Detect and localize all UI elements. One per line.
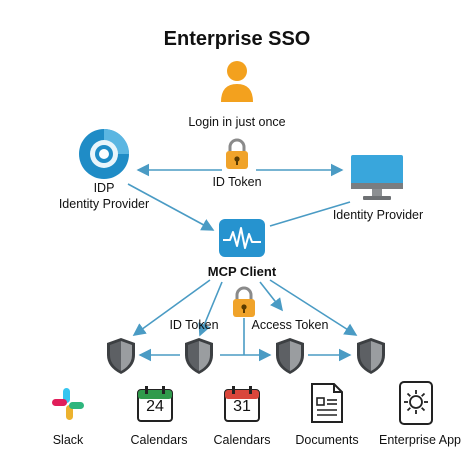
idp-ring-icon xyxy=(79,129,129,179)
idp-sub-label: Identity Provider xyxy=(58,197,150,211)
idp-label: IDP xyxy=(93,181,115,195)
lock-icon xyxy=(233,286,255,317)
user-label: Login in just once xyxy=(188,115,286,129)
arrow-idp-to-client xyxy=(127,183,215,231)
arrow-client-to-shield-2 xyxy=(198,281,223,337)
monitor-icon xyxy=(351,155,403,200)
enterprise-app-icon xyxy=(399,381,433,425)
access-token-label: Access Token xyxy=(251,318,329,332)
user-icon xyxy=(221,61,253,102)
shield-icon xyxy=(185,338,213,374)
app-label-calendars-1: Calendars xyxy=(130,433,188,447)
arrow-client-to-shield-1 xyxy=(132,279,211,336)
lock-icon xyxy=(226,138,248,169)
shield-icon xyxy=(276,338,304,374)
calendar-icon xyxy=(137,386,173,422)
shield-icon xyxy=(107,338,135,374)
bottom-id-token-label: ID Token xyxy=(169,318,219,332)
app-label-enterprise-app: Enterprise App xyxy=(379,433,461,447)
document-icon xyxy=(311,383,343,423)
waveform-icon xyxy=(219,219,265,257)
top-id-token-label: ID Token xyxy=(212,175,262,189)
calendar-icon xyxy=(224,386,260,422)
slack-icon xyxy=(52,388,84,420)
app-label-documents: Documents xyxy=(295,433,359,447)
shield-icon xyxy=(357,338,385,374)
identity-provider-label: Identity Provider xyxy=(332,208,424,222)
diagram-title: Enterprise SSO xyxy=(163,28,311,50)
mcp-client-label: MCP Client xyxy=(207,264,277,279)
arrow-client-to-shield-3 xyxy=(259,281,283,312)
arrow-provider-to-client xyxy=(269,201,351,227)
calendar-day-31: 31 xyxy=(233,398,251,415)
arrow-client-to-shield-4 xyxy=(269,279,358,336)
app-label-calendars-2: Calendars xyxy=(213,433,271,447)
app-label-slack: Slack xyxy=(52,433,84,447)
calendar-day-24: 24 xyxy=(146,398,164,415)
